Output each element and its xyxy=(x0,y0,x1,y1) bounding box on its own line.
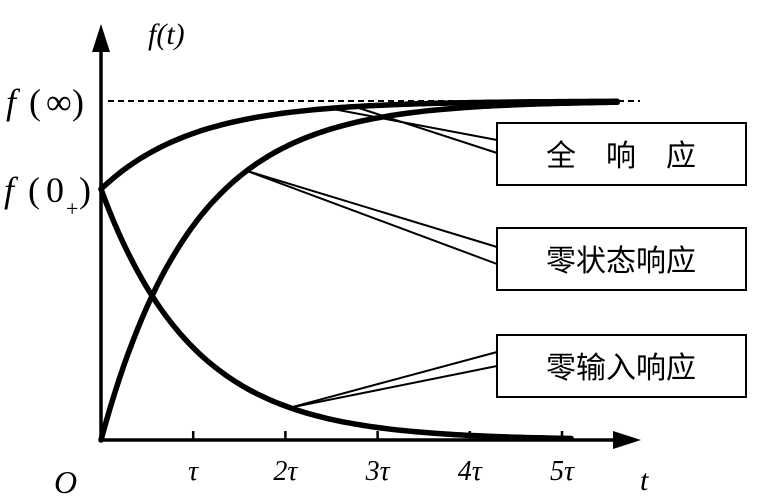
f0-open: ( xyxy=(28,170,40,210)
y-axis-label: f(t) xyxy=(148,18,185,51)
origin-label: O xyxy=(54,464,77,500)
x-axis-arrow xyxy=(613,431,641,449)
x-axis-label: t xyxy=(640,464,649,497)
zero-input-curve xyxy=(98,186,574,442)
callout-zero-input: 零输入响应 xyxy=(496,334,747,398)
callout-zero-state: 零状态响应 xyxy=(496,227,747,291)
x-tick-label: 3τ xyxy=(365,456,391,487)
f-inf-f: f xyxy=(6,82,21,122)
callout-zero-input-text: 零输入响应 xyxy=(546,351,696,386)
x-tick-label: 2τ xyxy=(273,456,298,487)
f0-f: f xyxy=(4,170,19,210)
f-inf-open: ( xyxy=(29,82,41,122)
callout-leader-line xyxy=(329,107,498,141)
callout-zero-state-text: 零状态响应 xyxy=(546,244,696,279)
x-tick-label: τ xyxy=(188,456,199,487)
y-axis-arrow xyxy=(92,24,110,52)
x-tick-label: 5τ xyxy=(550,456,575,487)
f0-arg: 0 xyxy=(46,170,64,210)
x-tick-label: 4τ xyxy=(458,456,483,487)
f-0plus-label: f ( 0 + ) xyxy=(4,170,91,221)
zero-state-curve xyxy=(98,99,621,443)
callout-leader-line xyxy=(246,169,498,265)
f0-sub: + xyxy=(66,196,78,221)
callout-full-response: 全 响 应 xyxy=(496,122,747,186)
callout-full-response-text: 全 响 应 xyxy=(546,139,696,174)
f-inf-label: f ( ∞ ) xyxy=(6,82,84,122)
callout-leader-line xyxy=(289,351,498,409)
f-inf-arg: ∞ xyxy=(46,82,72,122)
f0-close: ) xyxy=(79,170,91,210)
callout-leader-line xyxy=(354,105,498,154)
f-inf-close: ) xyxy=(72,82,84,122)
callout-leader-line xyxy=(246,169,498,248)
callout-leader-line xyxy=(289,365,498,409)
